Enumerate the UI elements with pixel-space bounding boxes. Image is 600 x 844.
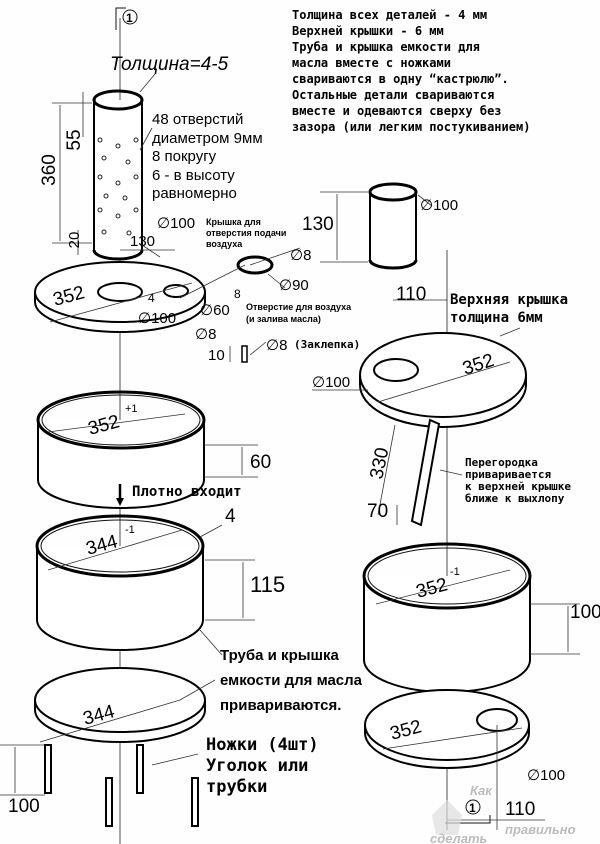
svg-text:Труба и крышка: Труба и крышка: [220, 647, 340, 664]
svg-text:к верхней крышке: к верхней крышке: [465, 480, 571, 493]
svg-text:∅8: ∅8: [266, 337, 287, 354]
svg-text:∅100: ∅100: [157, 215, 195, 232]
svg-text:10: 10: [208, 347, 225, 364]
svg-text:∅100: ∅100: [138, 310, 176, 327]
svg-text:+1: +1: [125, 403, 138, 415]
top-lid: 352 ∅100: [312, 327, 527, 428]
svg-text:толщина 6мм: толщина 6мм: [450, 310, 543, 326]
svg-text:Крышка для: Крышка для: [206, 217, 261, 227]
svg-text:130: 130: [302, 214, 334, 235]
section-marker: 1: [126, 11, 133, 25]
svg-text:вместе и одеваются сверху без: вместе и одеваются сверху без: [292, 104, 502, 118]
svg-text:∅60: ∅60: [200, 302, 230, 319]
svg-text:ближе к выхлопу: ближе к выхлопу: [465, 492, 565, 505]
svg-text:330: 330: [366, 446, 393, 481]
svg-text:Уголок или: Уголок или: [206, 756, 308, 776]
section-arrow: [115, 7, 126, 30]
svg-text:равномерно: равномерно: [152, 185, 237, 202]
svg-text:6 - в высоту: 6 - в высоту: [152, 167, 235, 184]
svg-text:8: 8: [234, 287, 241, 301]
svg-text:Отверстие для воздуха: Отверстие для воздуха: [246, 302, 352, 312]
watermark: Как правильно сделать: [430, 783, 576, 844]
svg-text:∅100: ∅100: [312, 374, 350, 391]
ring-cylinder: 352 +1 60: [36, 390, 271, 509]
svg-text:привариваются.: привариваются.: [220, 697, 341, 714]
svg-text:70: 70: [367, 501, 388, 522]
svg-text:масла вместе с ножками: масла вместе с ножками: [292, 56, 451, 70]
svg-text:55: 55: [64, 129, 85, 150]
section-marker-bottom: 1: [469, 801, 476, 815]
svg-text:Остальные детали свариваются: Остальные детали свариваются: [292, 88, 494, 102]
svg-text:115: 115: [250, 572, 285, 597]
svg-text:8 покругу: 8 покругу: [152, 148, 217, 165]
svg-text:-1: -1: [125, 524, 135, 536]
svg-text:110: 110: [505, 799, 535, 820]
svg-text:360: 360: [39, 154, 60, 186]
svg-text:диаметром 9мм: диаметром 9мм: [152, 130, 263, 147]
chimney-tube: ∅100 110 Верхняя крышка толщина 6мм: [320, 182, 568, 326]
svg-text:Как: Как: [470, 783, 493, 798]
oil-tank-tube: 344 -1 4 115 Труба и крышка емкости для …: [35, 506, 363, 714]
svg-text:Толщина=4-5: Толщина=4-5: [110, 54, 229, 75]
svg-text:20: 20: [66, 232, 83, 249]
fits-note: Плотно входит: [132, 484, 242, 500]
partition-plate: 330 70 Перегородка приваривается к верхн…: [366, 418, 571, 527]
svg-text:∅100: ∅100: [420, 197, 458, 214]
svg-text:∅90: ∅90: [279, 277, 309, 294]
svg-text:∅100: ∅100: [527, 767, 565, 784]
grate-disk: 352 4 ∅60 ∅100 ∅8 Отверстие для воздуха …: [34, 261, 352, 343]
upper-body-cylinder: 352 -1 100: [362, 542, 600, 693]
oil-tank-bottom: 344: [34, 667, 216, 743]
svg-text:Перегородка: Перегородка: [465, 456, 538, 469]
svg-text:60: 60: [250, 452, 271, 473]
svg-text:Ножки (4шт): Ножки (4шт): [206, 735, 319, 755]
svg-text:сделать: сделать: [430, 831, 487, 844]
svg-text:отверстия подачи: отверстия подачи: [206, 228, 286, 238]
svg-text:130: 130: [130, 233, 155, 250]
svg-text:(Заклепка): (Заклепка): [294, 338, 360, 351]
svg-text:емкости для масла: емкости для масла: [220, 672, 363, 689]
svg-text:Верхняя крышка: Верхняя крышка: [450, 292, 568, 308]
svg-text:трубки: трубки: [206, 777, 267, 797]
svg-text:зазора (или легким постукивани: зазора (или легким постукиванием): [292, 120, 530, 134]
svg-text:∅8: ∅8: [195, 326, 216, 343]
svg-text:свариваются в одну “кастрюлю”.: свариваются в одну “кастрюлю”.: [292, 72, 509, 86]
svg-text:приваривается: приваривается: [465, 468, 551, 481]
legs: 100 Ножки (4шт) Уголок или трубки: [0, 735, 319, 827]
svg-text:100: 100: [8, 796, 40, 817]
svg-text:правильно: правильно: [505, 822, 576, 837]
general-notes: Толщина всех деталей - 4 мм Верхней крыш…: [292, 8, 530, 134]
svg-text:48 отверстий: 48 отверстий: [152, 111, 243, 128]
svg-text:воздуха: воздуха: [206, 239, 243, 249]
svg-text:110: 110: [396, 284, 426, 305]
rivet: 10 ∅8 (Заклепка): [208, 337, 360, 364]
svg-text:Труба и крышка емкости для: Труба и крышка емкости для: [292, 40, 480, 54]
svg-text:100: 100: [570, 602, 600, 623]
svg-text:∅8: ∅8: [290, 247, 311, 264]
body-bottom-disk: 352 ∅100 110: [364, 689, 565, 830]
section-circle: [122, 9, 138, 25]
svg-text:Толщина всех деталей - 4 мм: Толщина всех деталей - 4 мм: [292, 8, 487, 22]
perforated-tube: Толщина=4-5 360 55 20 48 отверстий диаме…: [39, 54, 263, 261]
svg-text:-1: -1: [450, 566, 460, 578]
svg-text:4: 4: [148, 291, 155, 305]
svg-text:Верхней крышки - 6 мм: Верхней крышки - 6 мм: [292, 24, 444, 38]
air-hole-cap: Крышка для отверстия подачи воздуха 130 …: [179, 214, 334, 301]
svg-text:4: 4: [225, 506, 236, 527]
svg-text:(и залива масла): (и залива масла): [246, 314, 321, 324]
